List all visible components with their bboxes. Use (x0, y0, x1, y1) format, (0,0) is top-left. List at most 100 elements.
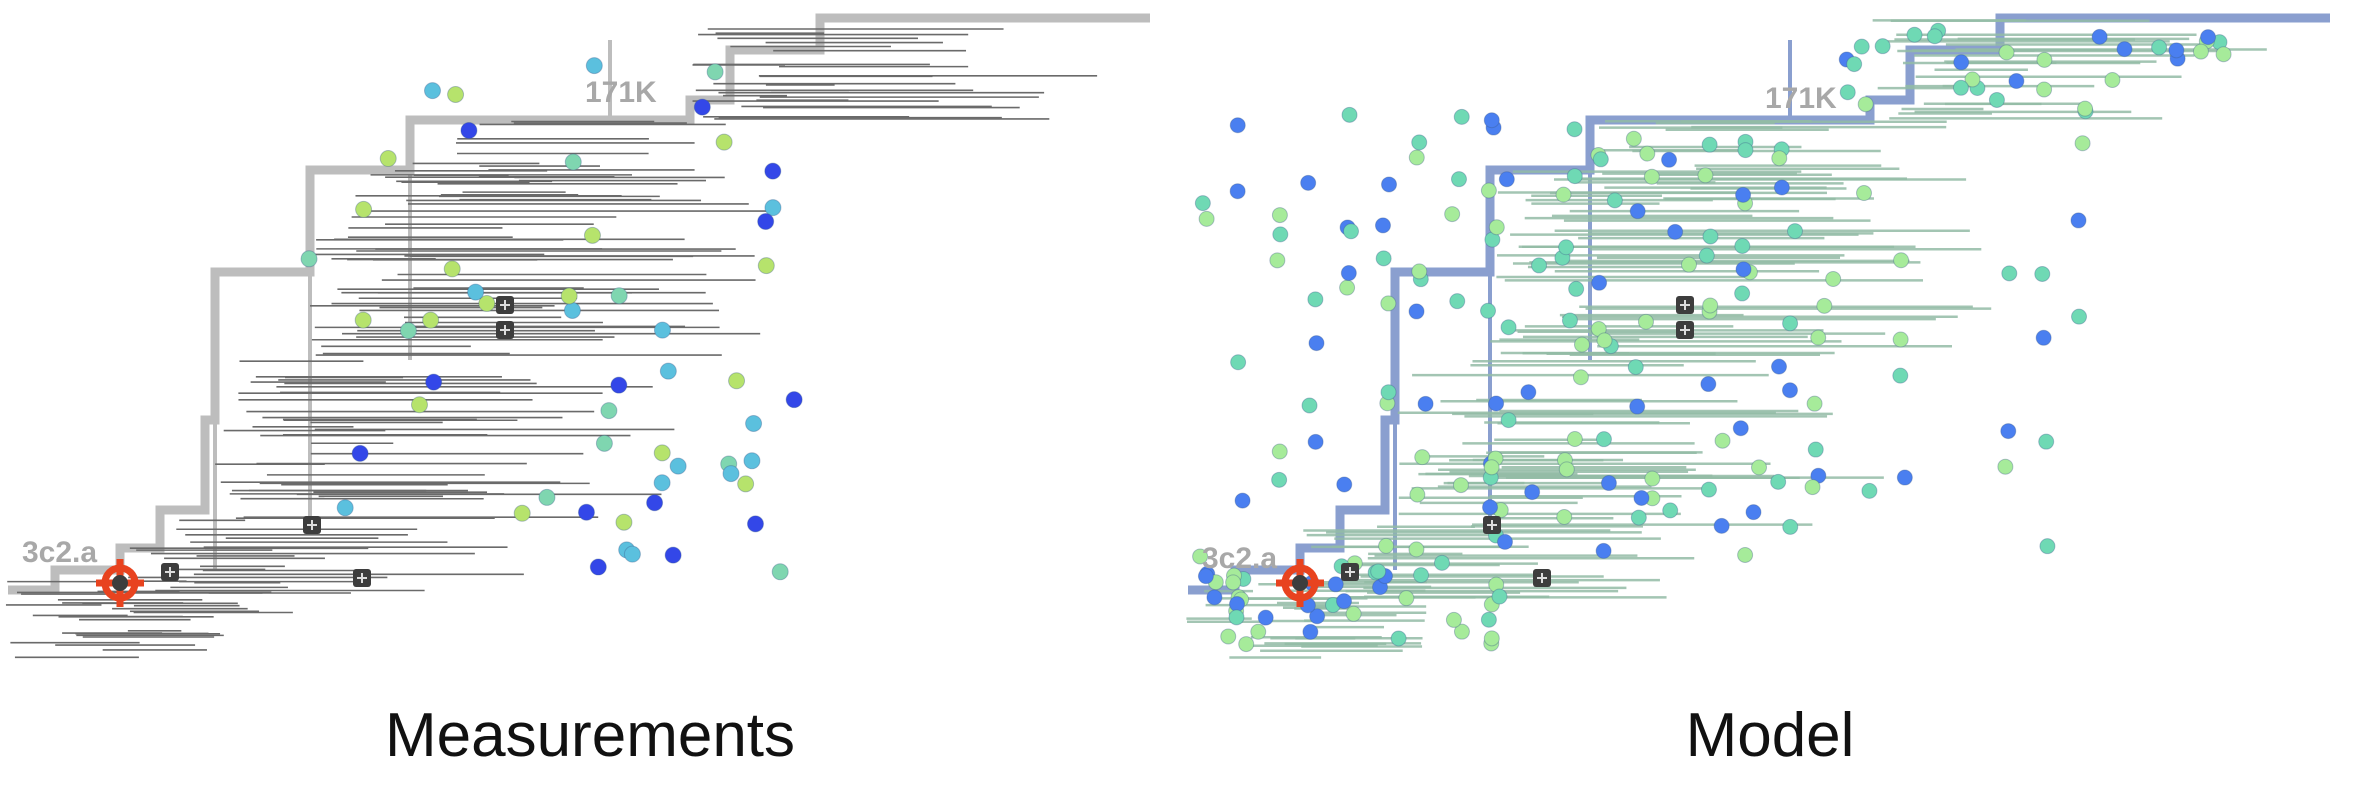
tip-node (1452, 477, 1469, 494)
plus-marker-icon (496, 296, 514, 314)
tip-node (589, 558, 607, 576)
tip-node (2034, 265, 2051, 282)
tip-node (653, 444, 671, 462)
tip-node (1483, 630, 1500, 647)
tip-node (1630, 509, 1647, 526)
tip-node (1786, 223, 1803, 240)
tip-node (1257, 609, 1274, 626)
tip-node (1662, 502, 1679, 519)
tip-node (1839, 84, 1856, 101)
tip-node (1450, 171, 1467, 188)
tip-node (1633, 489, 1650, 506)
tip-node (764, 199, 782, 217)
tip-node (2215, 46, 2232, 63)
tip-node (771, 563, 789, 581)
clade-label-171k: 171K (585, 76, 657, 109)
measurements-panel: 3c2.a 171K Measurements (5, 13, 1150, 770)
tip-node (351, 444, 369, 462)
tip-node (1857, 96, 1874, 113)
tip-node (1893, 252, 1910, 269)
tip-node (2036, 81, 2053, 98)
tip-node (1643, 168, 1660, 185)
tip-node (1697, 167, 1714, 184)
tip-node (1229, 595, 1246, 612)
tip-node (563, 301, 581, 319)
tip-node (447, 85, 465, 103)
tip-node (1846, 56, 1863, 73)
tip-node (1409, 486, 1426, 503)
tip-node (1782, 518, 1799, 535)
tip-node (1307, 291, 1324, 308)
tip-node (1336, 593, 1353, 610)
tip-node (600, 402, 618, 420)
tip-node (1714, 432, 1731, 449)
tip-node (728, 372, 746, 390)
tip-node (757, 257, 775, 275)
tip-node (1483, 112, 1500, 129)
tip-node (1229, 183, 1246, 200)
tip-node (1398, 590, 1415, 607)
tip-node (1568, 280, 1585, 297)
plus-marker-icon (1483, 516, 1501, 534)
tip-node (1238, 636, 1255, 653)
tip-node (1566, 431, 1583, 448)
plus-marker-icon (1676, 296, 1694, 314)
tip-node (1250, 623, 1267, 640)
tip-node (1408, 541, 1425, 558)
tip-node (745, 414, 763, 432)
tip-node (410, 396, 428, 414)
tip-node (1307, 433, 1324, 450)
tip-node (583, 226, 601, 244)
tip-node (422, 311, 440, 329)
tip-node (746, 515, 764, 533)
tip-node (1595, 431, 1612, 448)
tip-node (1206, 589, 1223, 606)
panel-caption: Measurements (384, 701, 796, 770)
tip-node (1853, 38, 1870, 55)
tip-node (1229, 117, 1246, 134)
tip-node (764, 162, 782, 180)
tip-node (2001, 265, 2018, 282)
tip-node (2008, 73, 2025, 90)
measurements-tree: 3c2.a 171K (5, 13, 1150, 659)
tip-node (610, 376, 628, 394)
tip-node (1629, 398, 1646, 415)
tip-node (1378, 537, 1395, 554)
tip-node (354, 311, 372, 329)
tip-node (659, 362, 677, 380)
tip-node (669, 457, 687, 475)
tip-node (1480, 182, 1497, 199)
tip-node (1926, 28, 1943, 45)
tip-node (1629, 203, 1646, 220)
tip-node (623, 545, 641, 563)
tip-node (1411, 134, 1428, 151)
tip-node (653, 321, 671, 339)
tip-node (1197, 568, 1214, 585)
tip-node (2036, 51, 2053, 68)
tip-node (300, 250, 318, 268)
tip-node (1856, 185, 1873, 202)
tip-node (1271, 443, 1288, 460)
model-tree: 3c2.a 171K (1186, 13, 2330, 659)
tip-node (1488, 219, 1505, 236)
tip-node (2070, 212, 2087, 229)
tip-node (1341, 106, 1358, 123)
tip-node (1770, 473, 1787, 490)
tip-node (443, 260, 461, 278)
tip-node (1701, 136, 1718, 153)
tip-node (1861, 482, 1878, 499)
tip-node (743, 452, 761, 470)
tip-node (1596, 332, 1613, 349)
tip-node (1380, 384, 1397, 401)
tip-node (560, 287, 578, 305)
tip-node (2077, 100, 2094, 117)
tip-node (1194, 195, 1211, 212)
tip-node (1600, 475, 1617, 492)
plus-marker-icon (1676, 321, 1694, 339)
tip-node (1336, 476, 1353, 493)
tip-node (1327, 576, 1344, 593)
tip-node (2168, 42, 2185, 59)
clade-label-3c2a: 3c2.a (1202, 542, 1277, 575)
tip-node (1381, 176, 1398, 193)
tip-node (2074, 135, 2091, 152)
